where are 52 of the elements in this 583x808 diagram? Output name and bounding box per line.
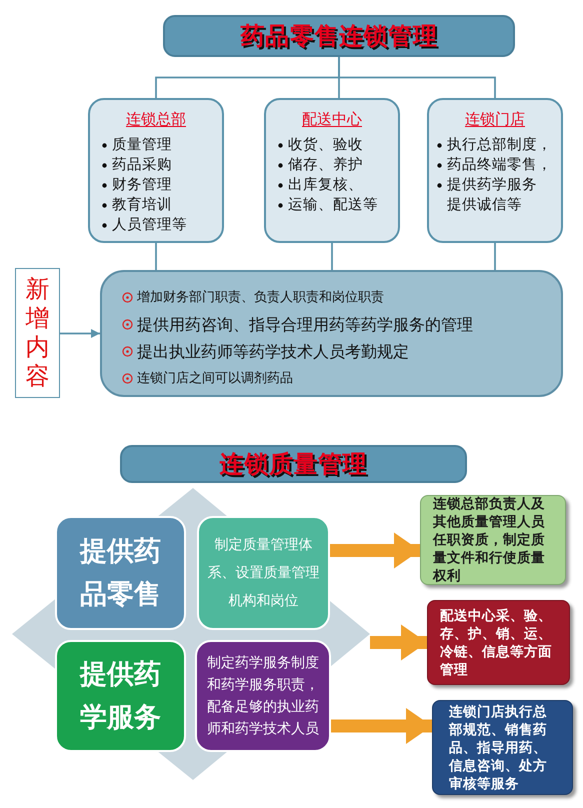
title-banner xyxy=(120,445,467,483)
category-tile xyxy=(55,640,186,752)
list-item: 增加财务部门职责、负责人职责和岗位职责 xyxy=(137,288,384,307)
list-item: 执行总部制度， xyxy=(447,136,552,154)
connector-line xyxy=(494,243,496,270)
label-box xyxy=(15,268,60,398)
arrow xyxy=(60,329,100,338)
unit-card xyxy=(88,98,224,243)
description-tile xyxy=(197,516,330,630)
vertical-label: 新增内容 xyxy=(26,275,50,391)
unit-card xyxy=(264,98,400,243)
block-arrow xyxy=(330,532,420,568)
connector-line xyxy=(338,57,496,98)
tile-title: 提供药学服务 xyxy=(80,658,161,735)
note-card xyxy=(432,700,573,795)
list-item: 出库复核、 xyxy=(288,176,363,194)
description-tile xyxy=(195,640,331,752)
category-tile xyxy=(55,516,186,630)
list-item: 提供诚信等 xyxy=(447,196,522,214)
banner-title: 连锁质量管理 xyxy=(220,449,368,480)
content-panel xyxy=(100,270,563,397)
list-item: 财务管理 xyxy=(112,176,172,194)
list-item: 人员管理等 xyxy=(112,216,187,234)
block-arrow xyxy=(370,624,427,660)
list-item: 药品终端零售， xyxy=(447,156,552,174)
tile-text: 制定质量管理体系、设置质量管理机构和岗位 xyxy=(207,536,320,611)
title-banner xyxy=(163,15,515,57)
list-item: 收货、验收 xyxy=(288,136,363,154)
card-heading: 连锁总部 xyxy=(125,109,187,130)
list-item: 运输、配送等 xyxy=(288,196,378,214)
list-item: 提供药学服务 xyxy=(447,176,537,194)
card-heading: 配送中心 xyxy=(301,109,363,130)
banner-title: 药品零售连锁管理 xyxy=(240,21,438,52)
tile-title: 提供药品零售 xyxy=(80,534,161,612)
list-item: 连锁门店之间可以调剂药品 xyxy=(137,370,293,388)
list-item: 药品采购 xyxy=(112,156,172,174)
list-item: 提出执业药师等药学技术人员考勤规定 xyxy=(137,340,409,362)
list-item: 教育培训 xyxy=(112,196,172,214)
list-item: 提供用药咨询、指导合理用药等药学服务的管理 xyxy=(137,314,473,336)
list-item: 储存、养护 xyxy=(288,156,363,174)
note-text: 连锁门店执行总部规范、销售药品、指导用药、信息咨询、处方审核等服务 xyxy=(449,702,548,792)
tile-text: 制定药学服务制度和药学服务职责，配备足够的执业药师和药学技术人员 xyxy=(206,654,320,739)
unit-card xyxy=(427,98,563,243)
note-text: 连锁总部负责人及其他质量管理人员任职资质，制定质量文件和行使质量权利 xyxy=(433,495,546,585)
card-heading: 连锁门店 xyxy=(464,109,526,130)
note-text: 配送中心采、验、存、护、销、运、冷链、信息等方面管理 xyxy=(440,606,553,678)
connector-line xyxy=(331,243,333,270)
note-card xyxy=(420,495,566,585)
list-item: 质量管理 xyxy=(112,136,172,154)
block-arrow xyxy=(331,708,432,744)
connector-line xyxy=(155,243,157,270)
note-card xyxy=(427,600,570,685)
